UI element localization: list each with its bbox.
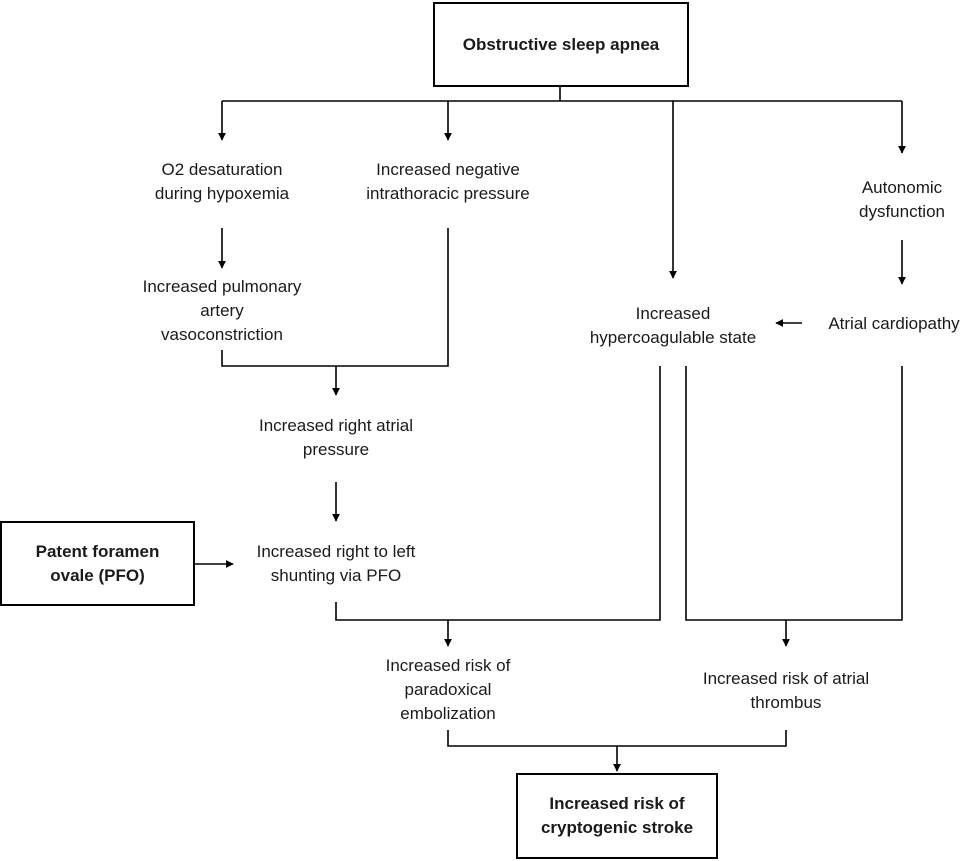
atrial-thrombus-node: Increased risk of atrial thrombus — [702, 669, 870, 712]
paradoxical-embolization-node: Increased risk of paradoxical embolizati… — [385, 656, 511, 723]
atrial-cardiopathy-node: Atrial cardiopathy — [828, 314, 960, 333]
connector-merge-to-stroke — [447, 730, 787, 747]
pulmonary-vasoconstriction-node: Increased pulmonary artery vasoconstrict… — [142, 277, 302, 344]
osa-box: Obstructive sleep apnea — [433, 2, 689, 87]
right-atrial-pressure-node: Increased right atrial pressure — [258, 416, 414, 459]
shunting-node: Increased right to left shunting via PFO — [256, 542, 416, 585]
hypercoagulable-node: Increased hypercoagulable state — [589, 304, 757, 347]
connector-merge-to-thrombus — [685, 366, 903, 621]
o2-desaturation-node: O2 desaturation during hypoxemia — [154, 160, 290, 203]
negative-pressure-node: Increased negative intrathoracic pressur… — [366, 160, 530, 203]
autonomic-dysfunction-node: Autonomic dysfunction — [859, 178, 945, 221]
connector-merge-to-paradoxical — [335, 366, 661, 621]
connector-merge-to-atrial — [221, 228, 449, 367]
pfo-box: Patent foramen ovale (PFO) — [0, 521, 195, 606]
cryptogenic-stroke-box: Increased risk of cryptogenic stroke — [516, 773, 718, 859]
